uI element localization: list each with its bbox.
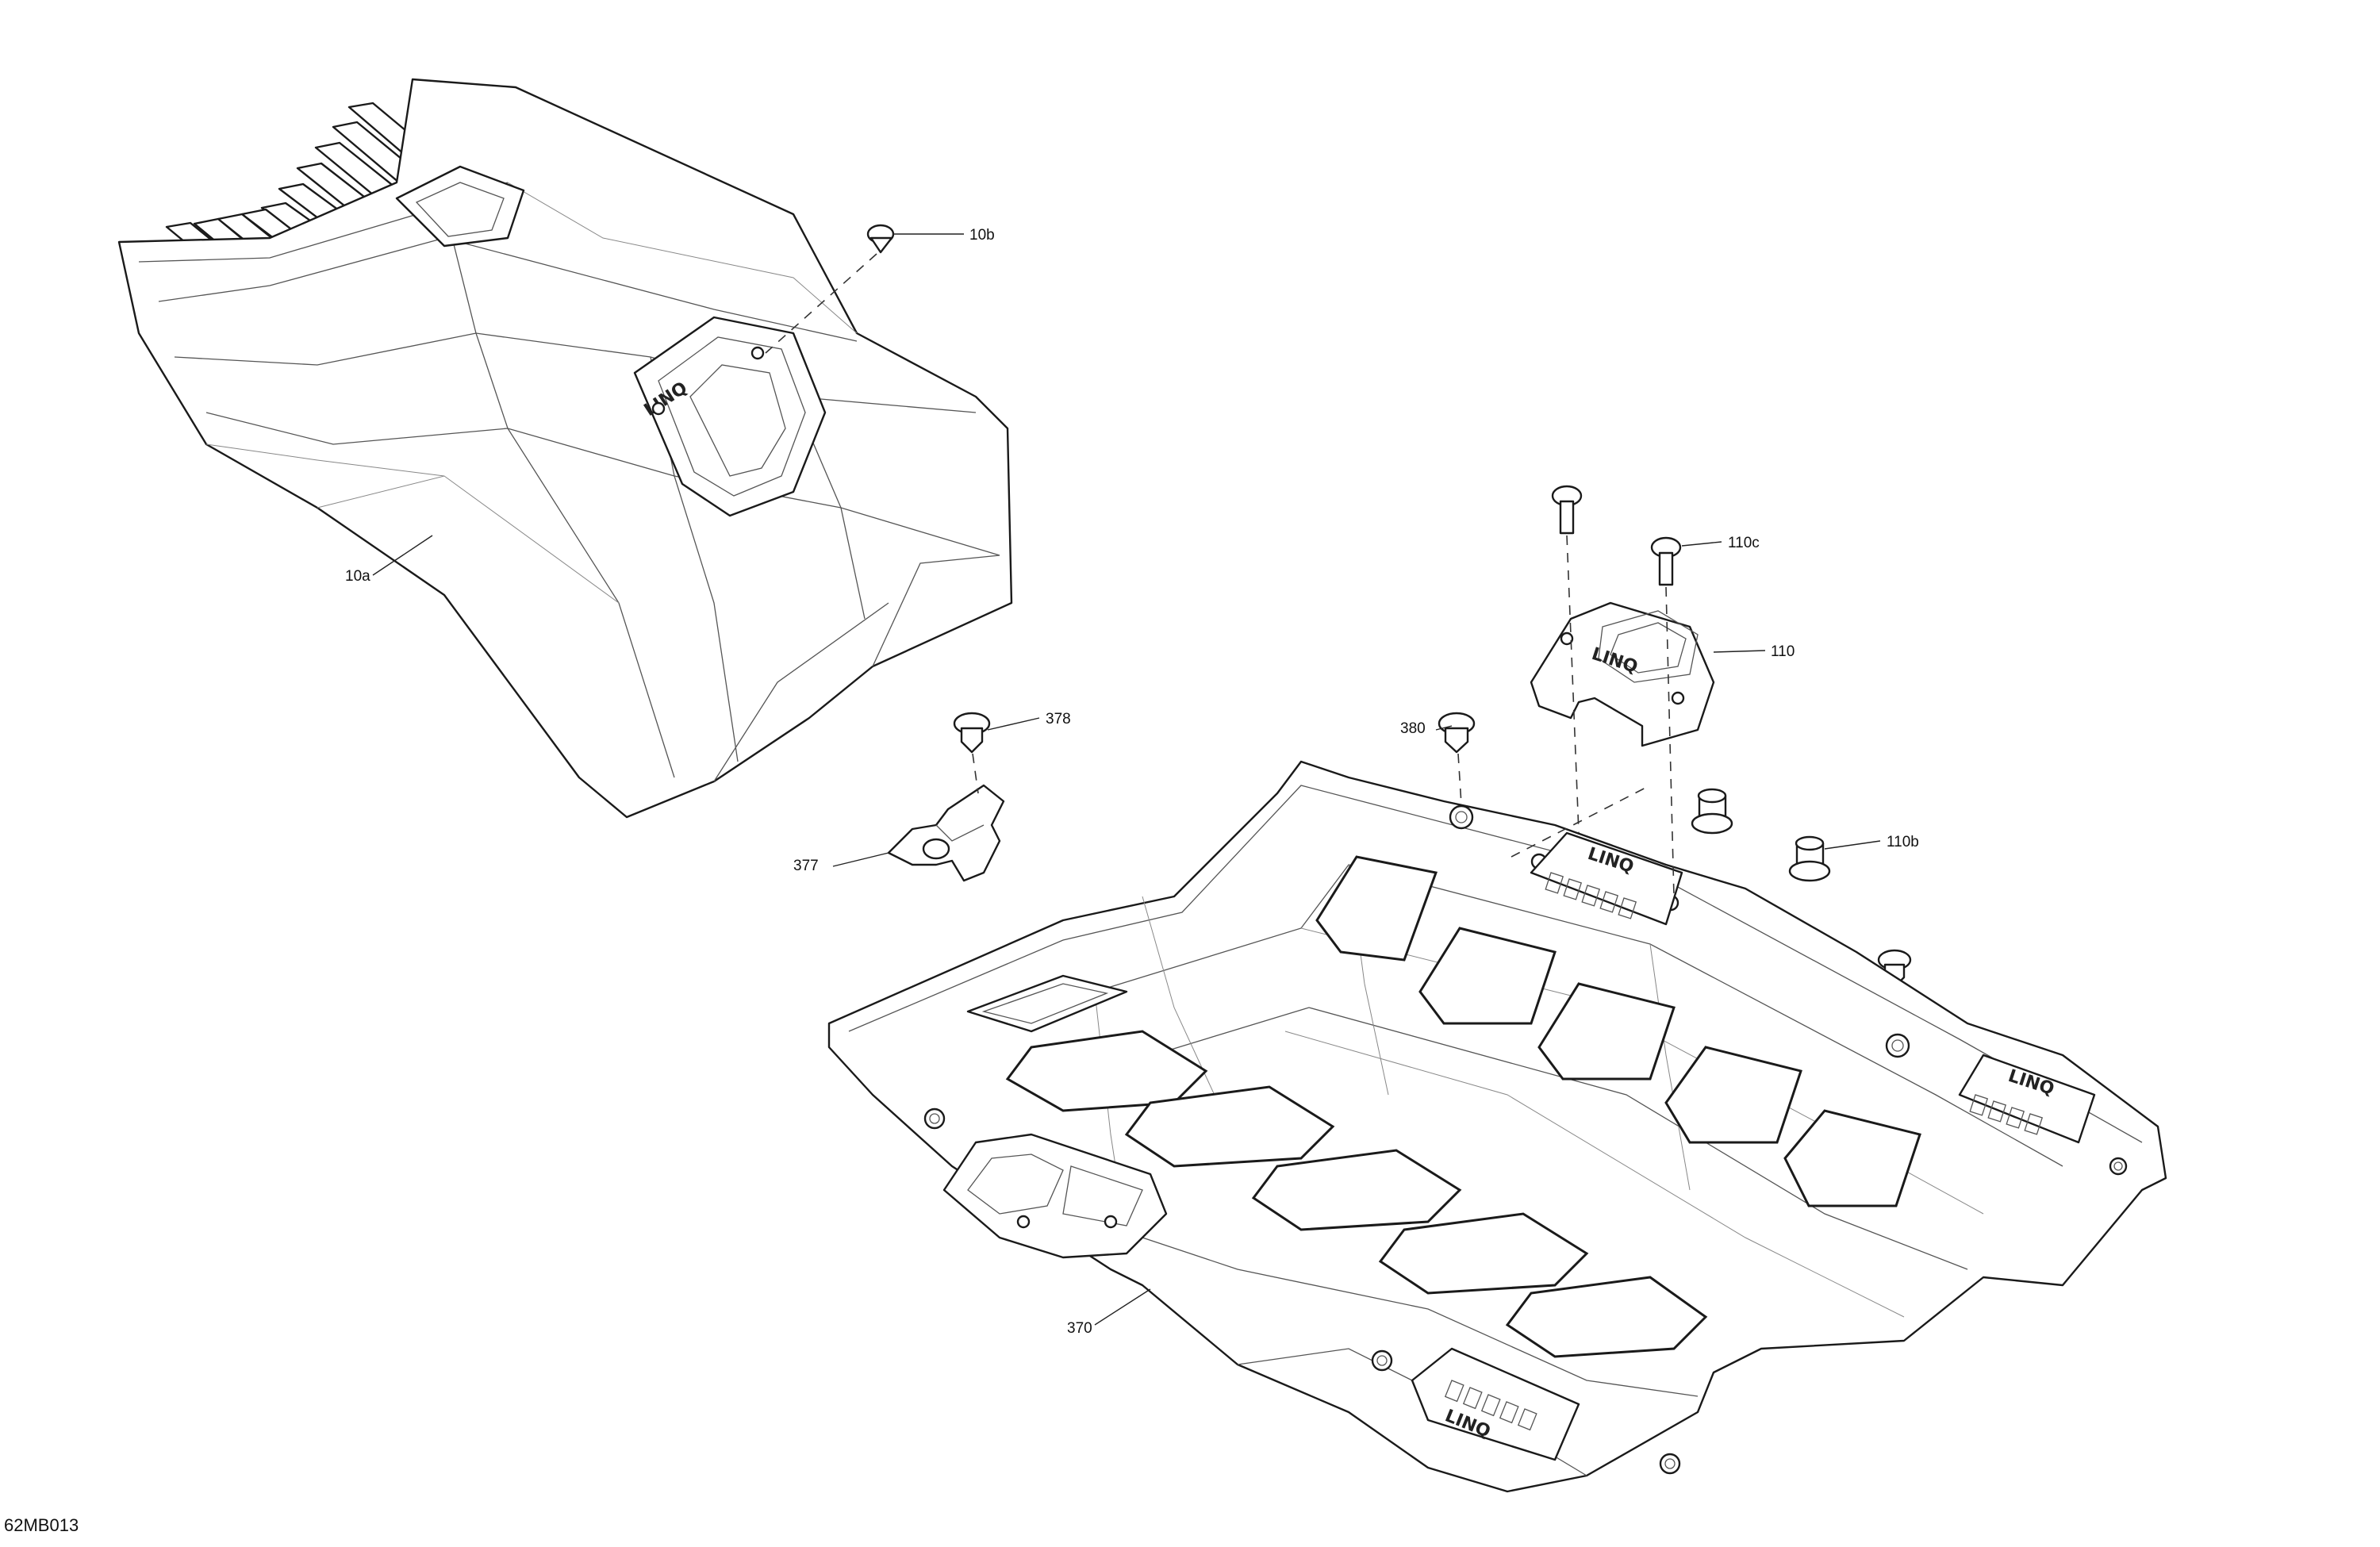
screw-10b <box>765 224 964 354</box>
front-handle <box>942 1133 1168 1259</box>
cover-panel-10a: LINQ <box>117 78 1013 819</box>
bracket-377 <box>887 784 1005 882</box>
callout-110: 110 <box>1771 643 1795 660</box>
insert-110b <box>1691 788 1831 882</box>
drawing-code: 62MB013 <box>4 1515 79 1535</box>
logo-plate-right: LINQ <box>1958 1054 2096 1144</box>
callout-380: 380 <box>1400 720 1426 737</box>
callout-370: 370 <box>1067 1320 1092 1337</box>
screw-110c <box>1551 485 1682 897</box>
callout-110c: 110c <box>1728 535 1760 551</box>
push-rivet-378 <box>953 712 991 794</box>
callout-378: 378 <box>1046 711 1071 727</box>
callout-110b: 110b <box>1887 834 1919 850</box>
handle-110: LINQ <box>1530 601 1715 747</box>
logo-plate-top: LINQ <box>1530 831 1683 926</box>
leader-lines <box>372 535 1881 1326</box>
callout-10a: 10a <box>345 568 370 585</box>
callout-10b: 10b <box>969 227 995 244</box>
callout-377: 377 <box>793 858 819 874</box>
skid-plate-370: LINQ LINQ LINQ <box>827 760 2167 1493</box>
